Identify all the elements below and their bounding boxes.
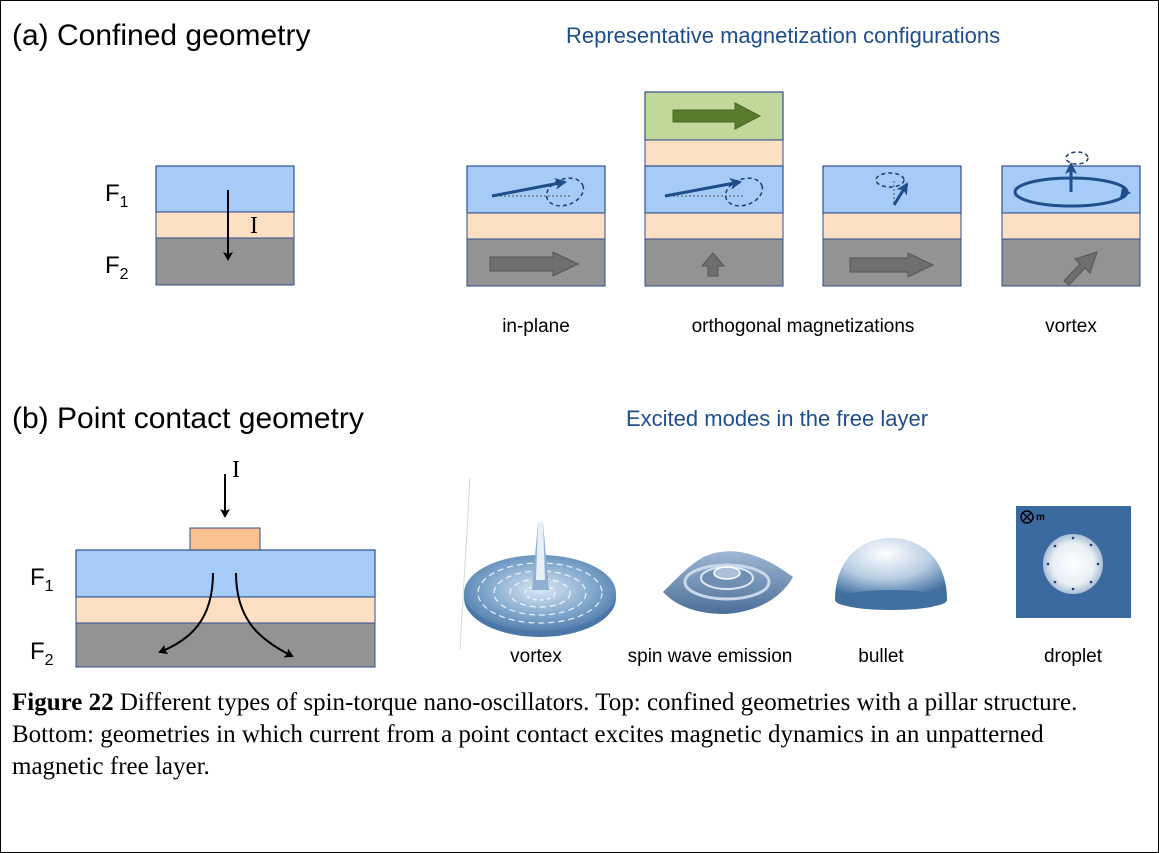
separator-line: [459, 477, 471, 651]
precession-orbit: [545, 177, 585, 207]
current-label-b: I: [232, 457, 240, 483]
free-layer: [155, 165, 295, 213]
panel-a-title: (a) Confined geometry: [12, 19, 310, 52]
config-label-in-plane: in-plane: [502, 316, 570, 337]
spacer-layer: [155, 211, 295, 239]
point-contact: [189, 527, 261, 551]
polarizer-arrow: [672, 102, 762, 130]
fixed-magnetization-arrow: [489, 251, 580, 277]
label-f2-b: F2: [30, 638, 54, 669]
mode-bullet: [835, 538, 947, 610]
spacer-layer: [75, 596, 376, 624]
config-in-plane: [466, 165, 606, 287]
mode-label-droplet: droplet: [1044, 646, 1103, 667]
point-contact-stack: [75, 474, 376, 668]
caption-text: Different types of spin-torque nano-osci…: [12, 689, 1078, 780]
mode-label-spin-wave: spin wave emission: [628, 646, 793, 667]
config-label-orthogonal: orthogonal magnetizations: [692, 316, 915, 337]
fixed-layer: [75, 622, 376, 668]
config-orthogonal-polarizer: [644, 91, 784, 287]
panel-a-subtitle: Representative magnetization configurati…: [566, 23, 1000, 48]
figure-diagram: (a) Confined geometry Representative mag…: [12, 19, 1141, 669]
fixed-layer: [155, 237, 295, 286]
panel-b-title: (b) Point contact geometry: [12, 402, 364, 435]
config-label-vortex: vortex: [1045, 316, 1097, 337]
mode-vortex: [464, 522, 616, 637]
label-f1: F1: [105, 180, 129, 211]
panel-b-subtitle: Excited modes in the free layer: [626, 406, 928, 431]
mode-label-vortex: vortex: [510, 646, 562, 667]
free-layer: [75, 549, 376, 598]
out-of-plane-icon: [1020, 510, 1034, 524]
mode-spin-wave: [663, 551, 793, 614]
caption-label: Figure 22: [12, 689, 114, 716]
current-spread-right: [235, 572, 294, 658]
figure-caption: Figure 22 Different types of spin-torque…: [12, 687, 1132, 783]
config-vortex: [1001, 151, 1141, 287]
current-spread-left: [158, 572, 214, 655]
config-orthogonal: [822, 165, 962, 287]
label-f2: F2: [105, 252, 129, 283]
label-f1-b: F1: [30, 564, 54, 595]
mode-droplet: m: [1016, 506, 1131, 618]
confined-stack: [155, 165, 295, 286]
droplet-m-label: m: [1036, 512, 1045, 523]
current-label: I: [250, 213, 258, 239]
mode-label-bullet: bullet: [858, 646, 904, 667]
